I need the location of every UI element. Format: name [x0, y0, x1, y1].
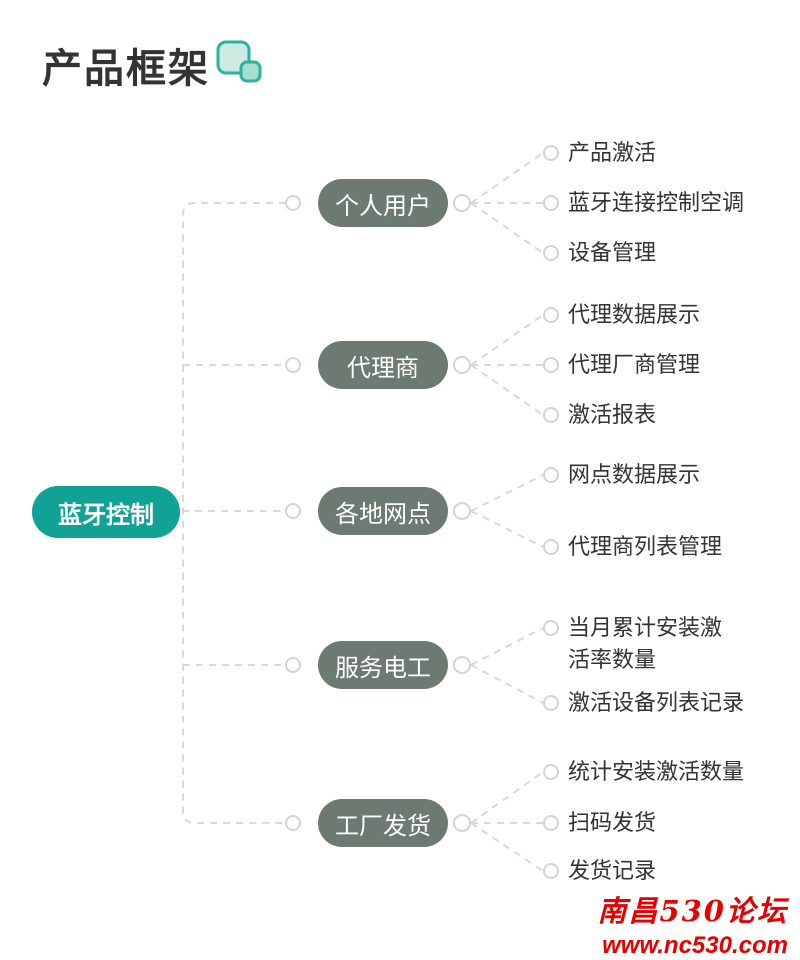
leaf-agent-data-display[interactable]: 代理数据展示 — [568, 302, 701, 327]
leaf-dot — [543, 467, 559, 483]
leaf-shipping-record[interactable]: 发货记录 — [568, 858, 657, 883]
leaf-dot — [543, 357, 559, 373]
leaf-agent-list-management[interactable]: 代理商列表管理 — [568, 534, 723, 559]
connector-branch3-fan — [470, 474, 544, 548]
leaf-outlet-data-display[interactable]: 网点数据展示 — [568, 462, 701, 487]
watermark: 南昌530论坛 www.nc530.com — [597, 888, 788, 960]
connector-branch2-fan — [470, 314, 544, 416]
leaf-dot — [543, 195, 559, 211]
leaf-scan-code-shipping[interactable]: 扫码发货 — [568, 810, 657, 835]
leaf-dot — [543, 307, 559, 323]
node-root[interactable]: 蓝牙控制 — [32, 486, 180, 538]
leaf-product-activation[interactable]: 产品激活 — [568, 140, 657, 165]
branch-right-dot — [453, 656, 471, 674]
leaf-activation-report[interactable]: 激活报表 — [568, 402, 657, 427]
branch-right-dot — [453, 502, 471, 520]
overlapping-squares-icon — [216, 40, 262, 83]
branch-right-dot — [453, 194, 471, 212]
branch-left-dot — [285, 503, 301, 519]
watermark-forum-name: 南昌530论坛 — [597, 894, 788, 928]
watermark-url: www.nc530.com — [602, 932, 788, 959]
leaf-monthly-install-activation-rate[interactable]: 当月累计安装激 活率数量 — [568, 615, 723, 672]
leaf-install-activation-stats[interactable]: 统计安装激活数量 — [568, 759, 745, 784]
branch-left-dot — [285, 815, 301, 831]
leaf-dot — [543, 407, 559, 423]
connector-branch5-fan — [470, 771, 544, 872]
leaf-dot — [543, 245, 559, 261]
branch-left-dot — [285, 195, 301, 211]
node-branch-personal-user[interactable]: 个人用户 — [318, 179, 448, 227]
page-title: 产品框架 — [42, 47, 210, 91]
leaf-dot — [543, 764, 559, 780]
node-branch-factory-shipping[interactable]: 工厂发货 — [318, 799, 448, 847]
leaf-device-management[interactable]: 设备管理 — [568, 240, 657, 265]
node-branch-service-electrician[interactable]: 服务电工 — [318, 641, 448, 689]
connector-branch1-fan — [470, 152, 544, 254]
branch-left-dot — [285, 357, 301, 373]
leaf-dot — [543, 815, 559, 831]
leaf-dot — [543, 695, 559, 711]
leaf-dot — [543, 863, 559, 879]
leaf-dot — [543, 539, 559, 555]
branch-right-dot — [453, 356, 471, 374]
node-branch-local-outlets[interactable]: 各地网点 — [318, 487, 448, 535]
branch-right-dot — [453, 814, 471, 832]
connector-branch4-fan — [470, 627, 544, 704]
node-branch-agent[interactable]: 代理商 — [318, 341, 448, 389]
leaf-activated-device-list-record[interactable]: 激活设备列表记录 — [568, 690, 745, 715]
connector-trunk — [182, 202, 286, 824]
leaf-dot — [543, 620, 559, 636]
leaf-agent-vendor-management[interactable]: 代理厂商管理 — [568, 352, 701, 377]
leaf-dot — [543, 145, 559, 161]
leaf-bluetooth-ac-control[interactable]: 蓝牙连接控制空调 — [568, 190, 745, 215]
branch-left-dot — [285, 657, 301, 673]
